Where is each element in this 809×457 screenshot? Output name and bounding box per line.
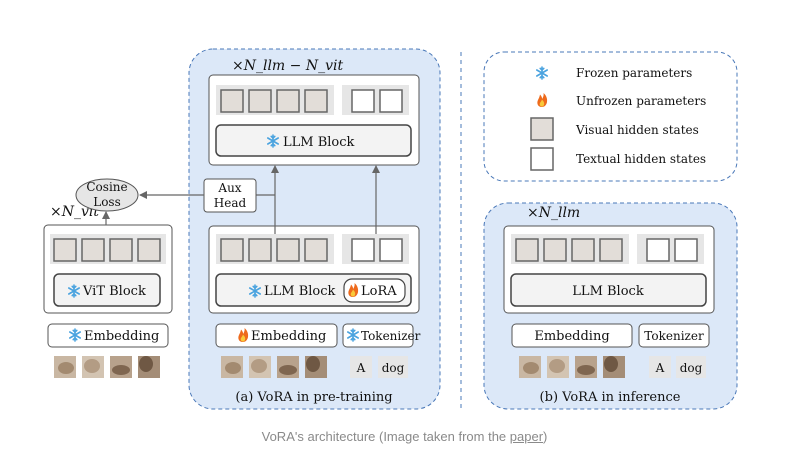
image-patch-shading xyxy=(225,362,241,374)
visual-state xyxy=(109,238,133,262)
image-patch-shading xyxy=(549,359,565,373)
image-patch-shading xyxy=(523,362,539,374)
visual-state xyxy=(304,238,328,262)
textual-state xyxy=(674,238,698,262)
visual-state xyxy=(515,238,539,262)
lora-box xyxy=(343,278,406,303)
vit-block xyxy=(53,273,161,307)
pretrain-embedding-box xyxy=(215,323,338,348)
cosine-loss-line1: Cosine xyxy=(86,180,127,194)
top-llm-block-label: LLM Block xyxy=(283,135,355,150)
legend-unfrozen-label: Unfrozen parameters xyxy=(576,94,706,108)
pretrain-token-dog-box xyxy=(378,356,408,378)
inference-image-patches xyxy=(519,356,625,378)
legend-textual-swatch xyxy=(530,147,554,171)
visual-state xyxy=(220,89,244,113)
textual-state xyxy=(379,238,403,262)
visual-state xyxy=(53,238,77,262)
image-patch-shading xyxy=(577,365,595,375)
image-patch-shading xyxy=(251,359,267,373)
visual-state xyxy=(248,238,272,262)
image-patch-shading xyxy=(306,356,320,372)
pretrain-image-patches xyxy=(221,356,327,378)
vit-image-patches xyxy=(54,356,160,378)
image-patch-shading xyxy=(279,365,297,375)
inference-token-dog: dog xyxy=(680,361,703,375)
cosine-loss-line2: Loss xyxy=(93,195,121,209)
inference-llm-block-label: LLM Block xyxy=(572,284,644,299)
inference-embedding-box xyxy=(511,323,633,348)
top-llm-block xyxy=(215,124,412,157)
inference-llm-block xyxy=(510,273,707,307)
textual-state xyxy=(379,89,403,113)
inference-embedding-label: Embedding xyxy=(534,329,609,344)
caption-suffix: ) xyxy=(543,429,548,444)
pretrain-embedding-label: Embedding xyxy=(251,329,326,344)
paper-link[interactable]: paper xyxy=(509,429,544,444)
figure-caption: VoRA's architecture (Image taken from th… xyxy=(0,429,809,444)
vit-embedding-label: Embedding xyxy=(84,329,159,344)
image-patch-shading xyxy=(604,356,618,372)
pretrain-tokenizer-label: Tokenizer xyxy=(361,329,421,343)
legend-textual-label: Textual hidden states xyxy=(576,152,706,166)
inference-token-a: A xyxy=(655,361,665,375)
inference-repeat-label: ×N_llm xyxy=(527,205,580,221)
image-patch-shading xyxy=(84,359,100,373)
inference-token-a-box xyxy=(649,356,671,378)
textual-state xyxy=(351,89,375,113)
aux-head-label-line2: Head xyxy=(214,196,247,210)
vit-embedding-box xyxy=(47,323,169,348)
visual-state xyxy=(81,238,105,262)
caption-prefix: VoRA's architecture (Image taken from th… xyxy=(261,429,510,444)
legend-visual-swatch xyxy=(530,117,554,141)
image-patch-shading xyxy=(58,362,74,374)
vit-repeat-label: ×N_vit xyxy=(50,204,99,220)
pretraining-repeat-label: ×N_llm − N_vit xyxy=(232,58,343,74)
textual-state xyxy=(646,238,670,262)
image-patch-shading xyxy=(112,365,130,375)
bottom-llm-block-label: LLM Block xyxy=(264,284,336,299)
pretrain-tokenizer-box xyxy=(342,323,414,348)
image-patch-shading xyxy=(139,356,153,372)
pretrain-token-a: A xyxy=(356,361,366,375)
cosine-loss xyxy=(75,178,139,212)
pretrain-caption: (a) VoRA in pre-training xyxy=(235,390,392,405)
legend-visual-label: Visual hidden states xyxy=(575,123,699,137)
visual-state xyxy=(571,238,595,262)
lora-label: LoRA xyxy=(361,284,397,299)
visual-state xyxy=(304,89,328,113)
visual-state xyxy=(137,238,161,262)
visual-state xyxy=(599,238,623,262)
visual-state xyxy=(276,238,300,262)
inference-caption: (b) VoRA in inference xyxy=(540,390,681,405)
pretrain-token-a-box xyxy=(350,356,372,378)
vit-block-label: ViT Block xyxy=(82,284,146,299)
inference-tokenizer-label: Tokenizer xyxy=(644,329,704,343)
legend-frozen-label: Frozen parameters xyxy=(576,66,692,80)
inference-token-dog-box xyxy=(676,356,706,378)
visual-state xyxy=(220,238,244,262)
inference-tokenizer-box xyxy=(638,323,710,348)
visual-state xyxy=(543,238,567,262)
textual-state xyxy=(351,238,375,262)
visual-state xyxy=(248,89,272,113)
aux-head-label-line1: Aux xyxy=(217,181,241,195)
pretrain-token-dog: dog xyxy=(382,361,405,375)
visual-state xyxy=(276,89,300,113)
